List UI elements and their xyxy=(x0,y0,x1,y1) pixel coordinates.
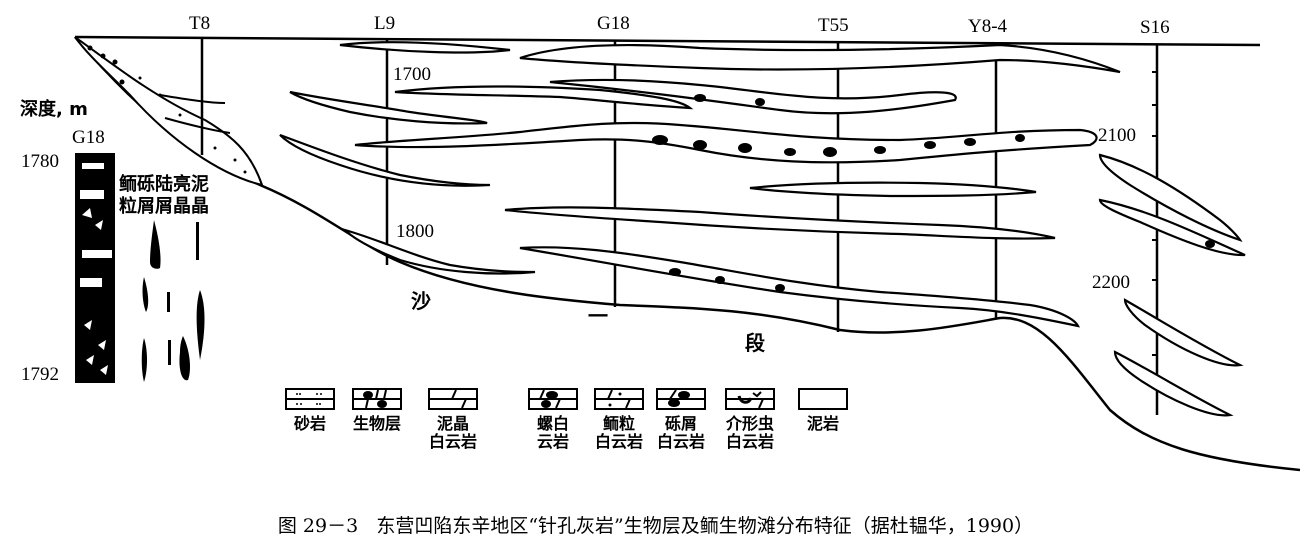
component-logs xyxy=(141,220,205,382)
figure-caption: 图 29－3 东营凹陷东辛地区“针孔灰岩”生物层及鲕生物滩分布特征（据杜韫华，1… xyxy=(0,511,1311,538)
formation-char-1: 沙 xyxy=(411,289,431,313)
legend-item-oolitic-dolomite: 鲕粒白云岩 xyxy=(584,388,654,452)
legend-item-bioherm: 生物层 xyxy=(342,388,412,433)
well-label-g18: G18 xyxy=(597,13,630,34)
legend-label: 鲕粒白云岩 xyxy=(594,414,643,452)
well-label-t55: T55 xyxy=(818,15,849,36)
ostracod-dolomite-swatch-icon xyxy=(725,388,775,410)
formation-char-2: 一 xyxy=(588,304,608,328)
figure-number: 图 29－3 xyxy=(277,515,359,537)
legend-label: 生物层 xyxy=(352,414,401,433)
depth-label-1700: 1700 xyxy=(393,64,431,85)
legend-item-mudstone: 泥岩 xyxy=(788,388,858,433)
datum-line xyxy=(74,35,1261,47)
legend-label: 介形虫白云岩 xyxy=(725,414,774,452)
component-header-line1: 鲕砾陆亮泥 xyxy=(119,174,209,195)
component-header-line2: 粒屑屑晶晶 xyxy=(119,196,209,217)
legend-label: 泥岩 xyxy=(806,414,839,433)
column-top-depth: 1780 xyxy=(21,151,59,172)
bioherm-swatch-icon xyxy=(352,388,402,410)
depth-unit-label: 深度, m xyxy=(20,99,88,120)
sandstone-swatch-icon xyxy=(285,388,335,410)
bioherm-fill-marks xyxy=(652,94,1215,292)
well-label-l9: L9 xyxy=(374,13,396,34)
legend-label: 砂岩 xyxy=(293,414,326,433)
legend-item-micritic-dolomite: 泥晶白云岩 xyxy=(418,388,488,452)
legend-item-gastropod-dolomite: 螺白云岩 xyxy=(518,388,588,452)
intraclast-dolomite-swatch-icon xyxy=(656,388,706,410)
g18-column xyxy=(75,153,115,383)
depth-label-2200: 2200 xyxy=(1092,272,1130,293)
depth-label-2100: 2100 xyxy=(1098,125,1136,146)
well-label-t8: T8 xyxy=(189,13,211,34)
depth-label-1800: 1800 xyxy=(396,221,434,242)
formation-char-3: 段 xyxy=(745,331,765,355)
gastropod-dolomite-swatch-icon xyxy=(528,388,578,410)
dolomite-lenses xyxy=(279,41,1246,417)
column-bottom-depth: 1792 xyxy=(21,364,59,385)
mudstone-swatch-icon xyxy=(798,388,848,410)
well-label-s16: S16 xyxy=(1140,17,1170,38)
legend-item-sandstone: 砂岩 xyxy=(275,388,345,433)
legend-label: 泥晶白云岩 xyxy=(428,414,477,452)
legend-item-intraclast-dolomite: 砾屑白云岩 xyxy=(646,388,716,452)
legend-label: 螺白云岩 xyxy=(536,414,569,452)
oolitic-dolomite-swatch-icon xyxy=(594,388,644,410)
column-well-label: G18 xyxy=(72,127,105,148)
figure-title: 东营凹陷东辛地区“针孔灰岩”生物层及鲕生物滩分布特征（据杜韫华，1990） xyxy=(376,515,1034,537)
micritic-dolomite-swatch-icon xyxy=(428,388,478,410)
legend-label: 砾屑白云岩 xyxy=(656,414,705,452)
well-label-y8-4: Y8-4 xyxy=(968,16,1008,37)
legend-item-ostracod-dolomite: 介形虫白云岩 xyxy=(715,388,785,452)
